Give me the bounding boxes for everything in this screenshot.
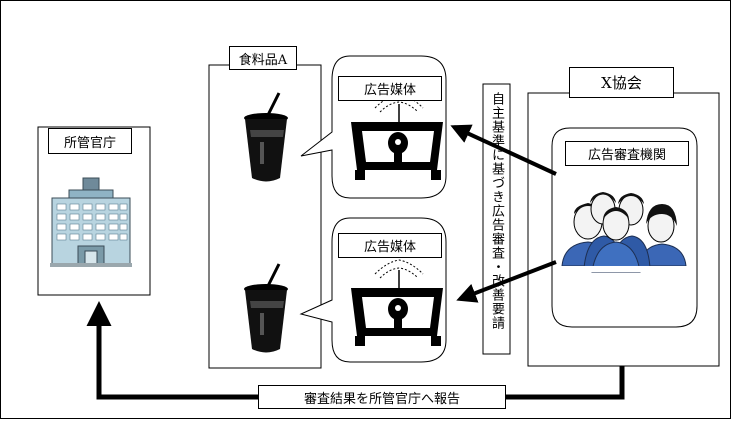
television-icon [351,259,443,346]
television-icon [351,93,443,180]
people-group-icon [560,192,688,273]
arrow-to-media-bottom [456,260,557,303]
review-body-label: 広告審査機関 [565,141,689,166]
drink-cup-icon [244,263,288,353]
association-label: X協会 [569,67,674,98]
request-label-box [482,83,511,355]
drink-cup-icon [244,92,288,182]
government-building-icon [50,177,132,267]
food-product-label: 食料品A [229,46,297,70]
request-label: 自主基準に基づき広告審査・改善要請 [489,92,504,330]
media-label-bottom: 広告媒体 [338,233,442,258]
media-label-top: 広告媒体 [338,76,442,101]
ministry-label: 所管官庁 [48,128,132,154]
report-label: 審査結果を所管官庁へ報告 [258,385,506,409]
arrow-to-media-top [450,124,557,176]
